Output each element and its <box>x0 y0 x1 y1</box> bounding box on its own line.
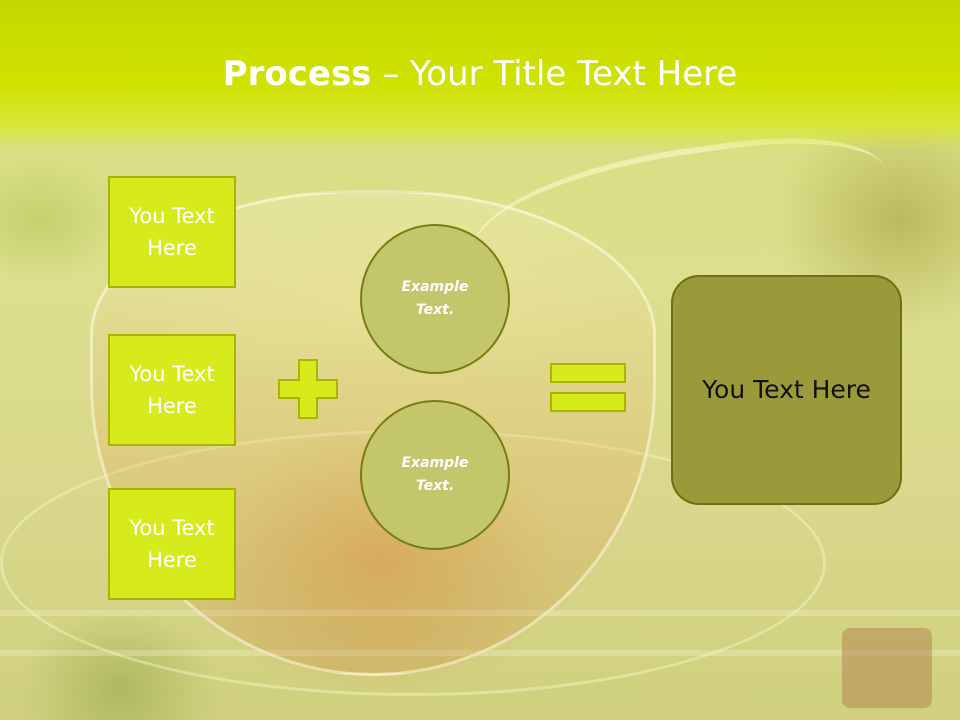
header-band <box>0 0 960 150</box>
input-box-label: You Text Here <box>129 362 215 418</box>
input-box-label: You Text Here <box>129 516 215 572</box>
example-circle-1[interactable]: Example Text. <box>360 224 510 374</box>
slide-title[interactable]: Process – Your Title Text Here <box>0 48 960 100</box>
circle-label: Example Text. <box>401 455 469 494</box>
input-box-1[interactable]: You Text Here <box>108 176 236 288</box>
input-box-label: You Text Here <box>129 204 215 260</box>
title-bold: Process <box>222 54 372 94</box>
input-box-3[interactable]: You Text Here <box>108 488 236 600</box>
equals-icon-top-bar[interactable] <box>550 363 626 383</box>
sugar-cube-shape <box>842 628 932 708</box>
title-rest: – Your Title Text Here <box>371 54 738 94</box>
plus-icon[interactable] <box>278 359 338 419</box>
result-label: You Text Here <box>702 375 871 404</box>
example-circle-2[interactable]: Example Text. <box>360 400 510 550</box>
result-box[interactable]: You Text Here <box>671 275 902 505</box>
circle-label: Example Text. <box>401 279 469 318</box>
input-box-2[interactable]: You Text Here <box>108 334 236 446</box>
equals-icon-bottom-bar[interactable] <box>550 392 626 412</box>
